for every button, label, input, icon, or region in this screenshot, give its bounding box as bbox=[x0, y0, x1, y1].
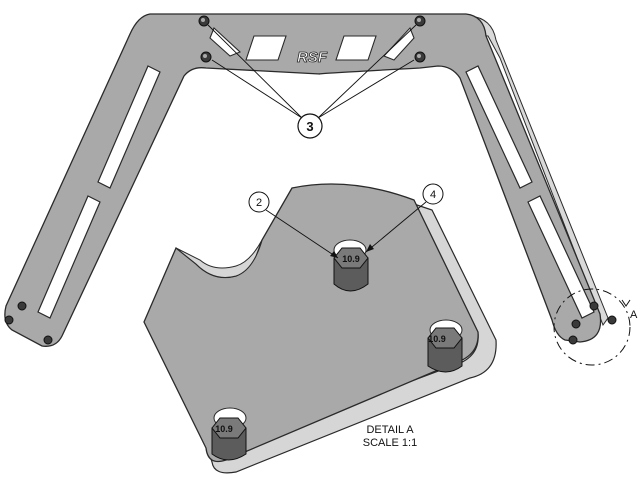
crossbar-fastener-bottom-left bbox=[200, 51, 212, 63]
callout-3-label: 3 bbox=[306, 119, 313, 134]
right-foot-fastener-3 bbox=[571, 319, 581, 329]
left-foot-fastener-1 bbox=[17, 301, 27, 311]
crossbar-fastener-top-right bbox=[414, 15, 426, 27]
bracket-right-slot-2 bbox=[527, 195, 595, 319]
bracket-left-slot-1 bbox=[97, 65, 161, 189]
callout-3-leaders bbox=[207, 24, 417, 119]
callout-2: 2 bbox=[248, 191, 339, 259]
left-foot-fastener-3 bbox=[43, 335, 53, 345]
callout-4: 4 bbox=[365, 183, 444, 253]
bracket-logo: RSF bbox=[297, 49, 328, 66]
left-foot-fastener-2 bbox=[4, 315, 14, 325]
crossbar-fastener-top-left bbox=[198, 15, 210, 27]
detail-a-view: 10.9 10.9 10.9 2 4 bbox=[143, 183, 497, 474]
detail-a-marker-label: A bbox=[630, 309, 638, 321]
right-foot-fastener-4 bbox=[568, 335, 578, 345]
callout-4-label: 4 bbox=[430, 189, 436, 201]
crossbar-cutout-3 bbox=[335, 35, 377, 61]
detail-bolt-top-grade: 10.9 bbox=[342, 254, 360, 264]
detail-a-marker: A bbox=[553, 288, 638, 366]
detail-bolt-bottom-grade: 10.9 bbox=[215, 424, 233, 434]
right-foot-fastener-2 bbox=[607, 315, 617, 325]
detail-bolt-right: 10.9 bbox=[427, 319, 463, 373]
bracket-left-slot-2 bbox=[37, 195, 101, 319]
detail-scale: SCALE 1:1 bbox=[363, 437, 417, 449]
detail-plate-notch bbox=[175, 239, 263, 278]
bracket-right-slot-1 bbox=[465, 65, 533, 189]
callout-2-label: 2 bbox=[256, 197, 262, 209]
crossbar-fastener-bottom-right bbox=[414, 51, 426, 63]
detail-bolt-bottom: 10.9 bbox=[211, 407, 247, 461]
crossbar-cutout-2 bbox=[245, 35, 287, 61]
detail-title: DETAIL A bbox=[366, 424, 414, 436]
detail-bolt-right-grade: 10.9 bbox=[428, 334, 446, 344]
detail-bolt-top: 10.9 bbox=[333, 239, 369, 292]
right-foot-fastener-1 bbox=[589, 301, 599, 311]
crossbar-cutout-4 bbox=[383, 26, 415, 61]
callout-3-balloon: 3 bbox=[297, 113, 323, 139]
